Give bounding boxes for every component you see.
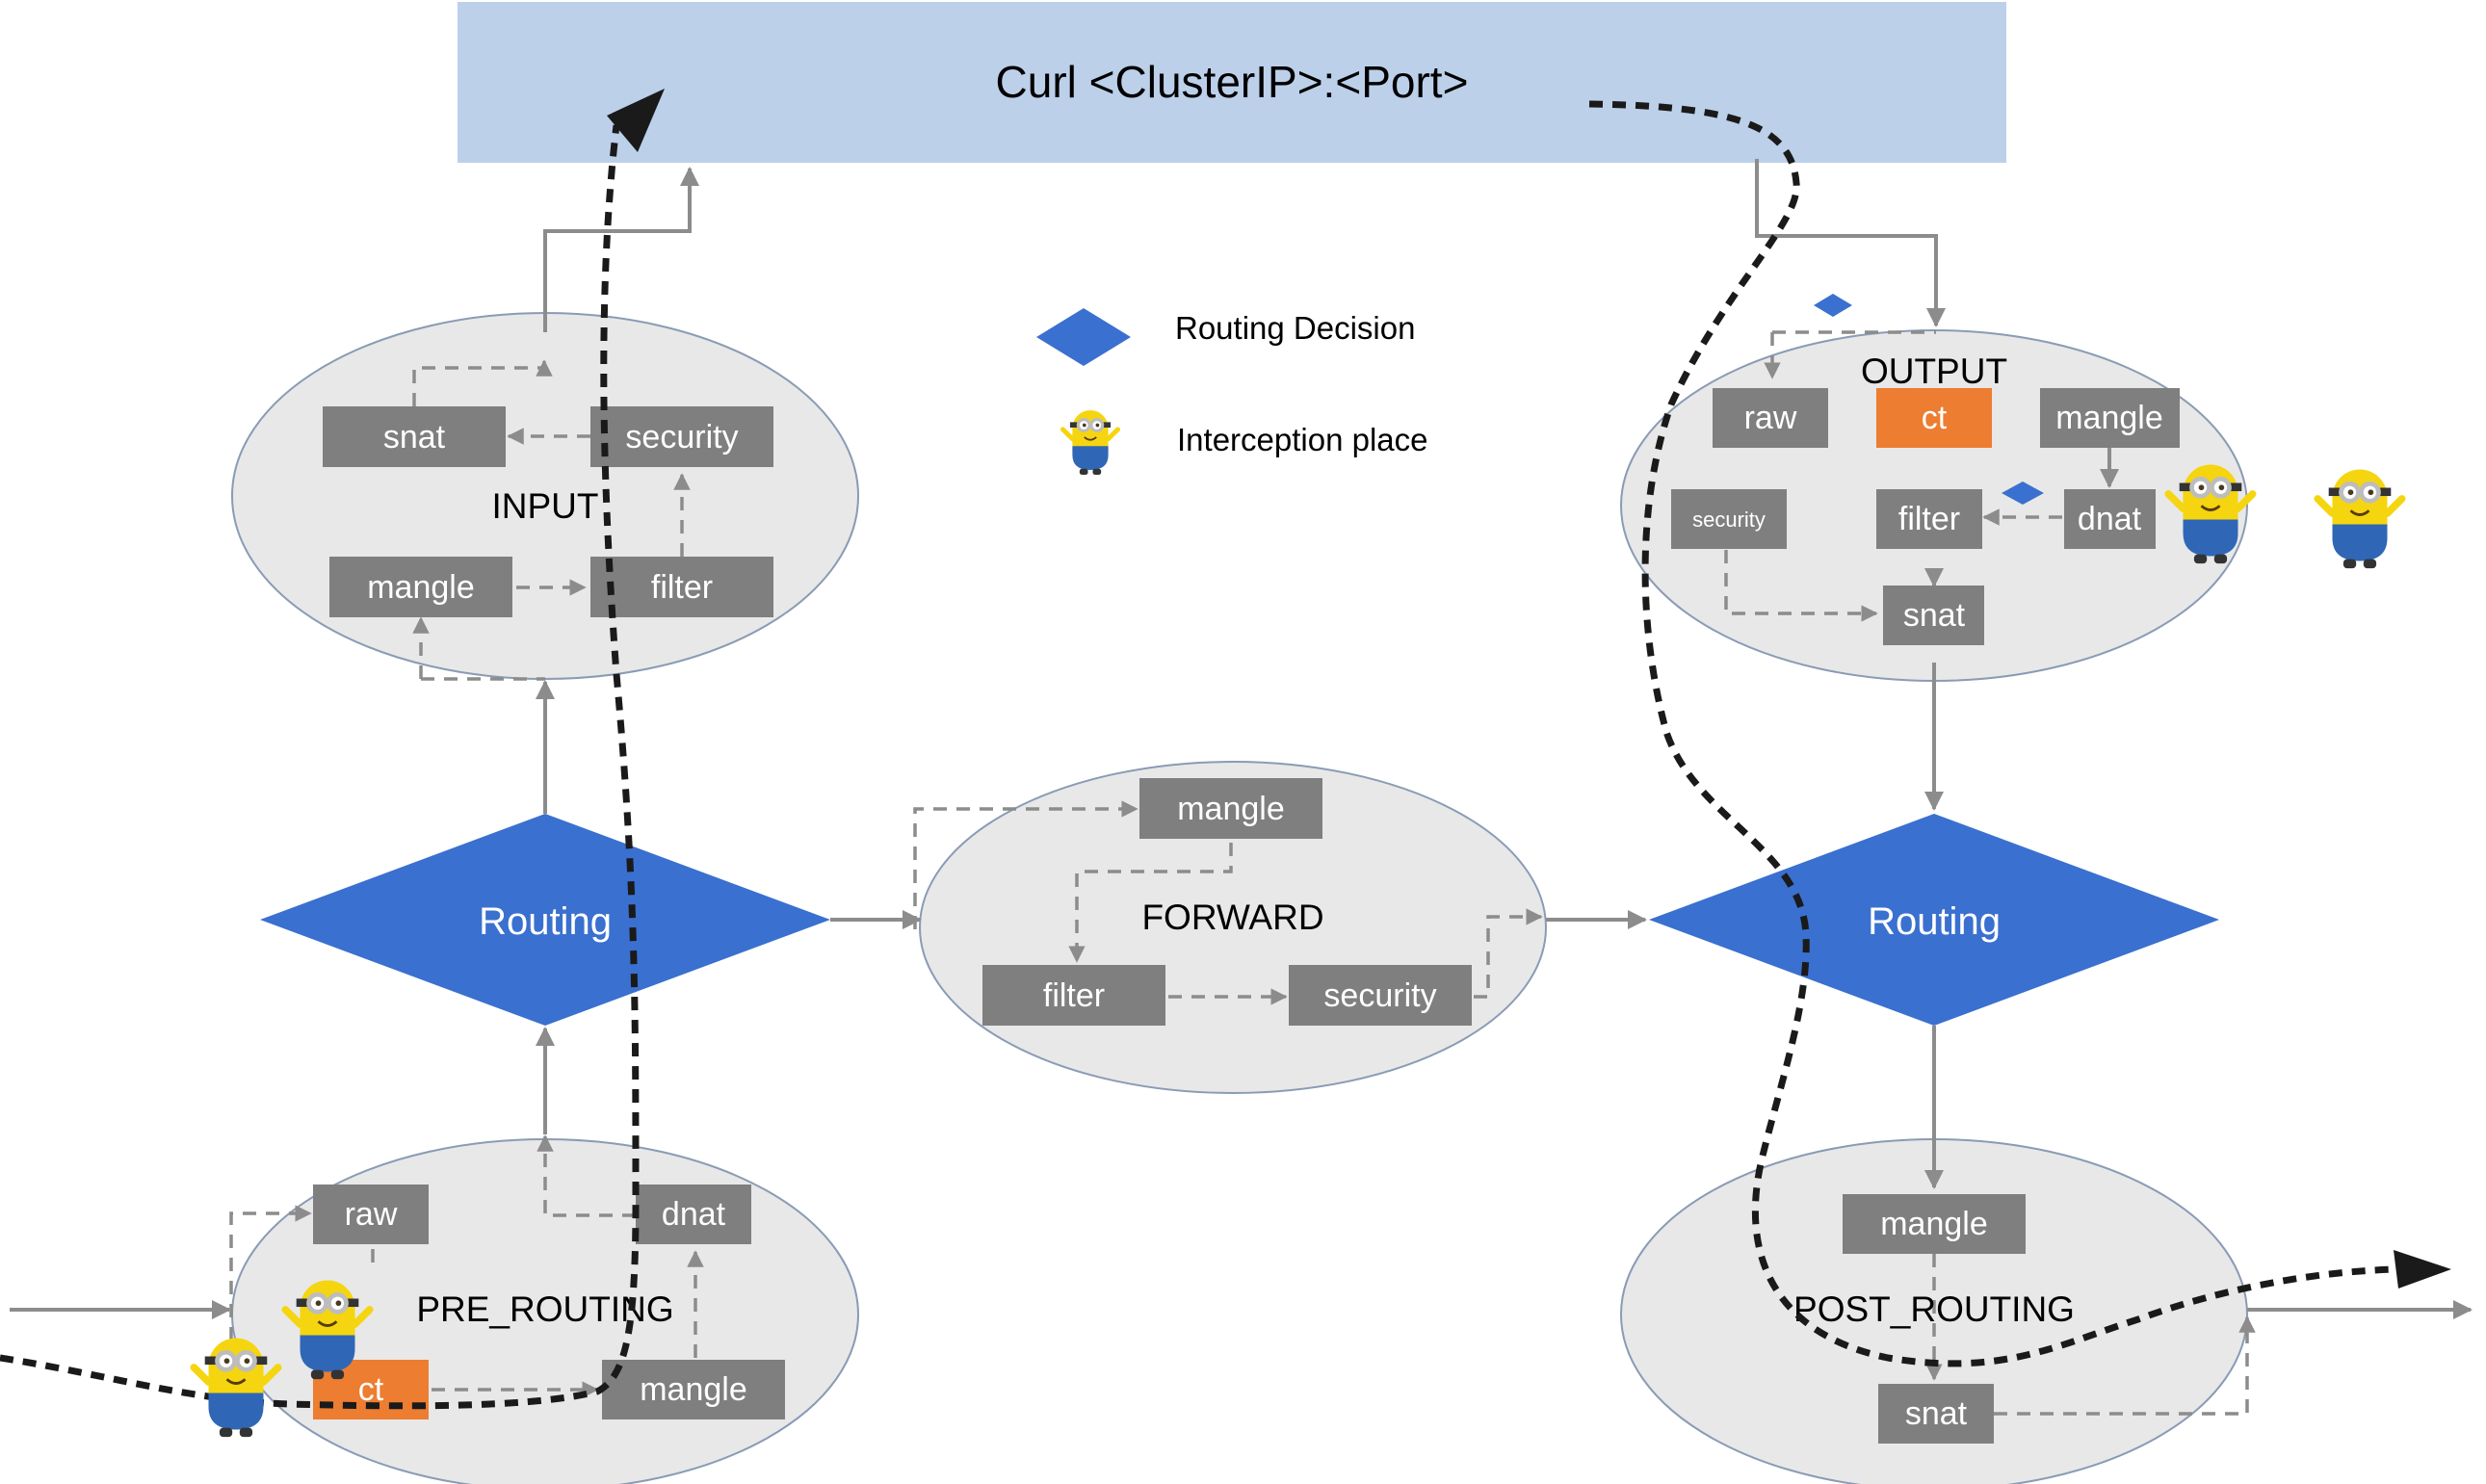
post-routing-snat-box: snat bbox=[1878, 1384, 1994, 1444]
svg-text:mangle: mangle bbox=[1880, 1206, 1988, 1242]
output-raw-box: raw bbox=[1713, 388, 1828, 448]
svg-text:filter: filter bbox=[651, 569, 713, 606]
pre-routing-chain-label: PRE_ROUTING bbox=[416, 1289, 673, 1329]
packet-path-inbound-arrowhead bbox=[607, 89, 665, 152]
svg-text:mangle: mangle bbox=[1177, 791, 1285, 827]
svg-text:dnat: dnat bbox=[662, 1196, 726, 1233]
input-security-box: security bbox=[590, 406, 773, 467]
forward-mangle-box: mangle bbox=[1139, 778, 1322, 839]
input-snat-box: snat bbox=[323, 406, 506, 467]
routing-left-label: Routing bbox=[479, 900, 612, 943]
svg-text:mangle: mangle bbox=[2055, 400, 2163, 436]
curl-header: Curl <ClusterIP>:<Port> bbox=[458, 2, 2006, 163]
post-routing-mangle-box: mangle bbox=[1843, 1194, 2026, 1254]
packet-path-outbound-arrowhead bbox=[2394, 1250, 2451, 1289]
svg-text:filter: filter bbox=[1043, 977, 1105, 1014]
dashed-connectors bbox=[229, 330, 2256, 1416]
solid-connectors bbox=[10, 159, 2473, 1319]
svg-text:raw: raw bbox=[1744, 400, 1797, 436]
post-routing-chain-label: POST_ROUTING bbox=[1793, 1289, 2075, 1329]
pre-routing-dnat-box: dnat bbox=[636, 1185, 751, 1244]
minion-icon bbox=[1062, 410, 1117, 475]
svg-text:security: security bbox=[625, 419, 738, 456]
forward-filter-box: filter bbox=[982, 965, 1165, 1026]
legend: Routing Decision Interception place bbox=[1036, 308, 1428, 475]
svg-text:snat: snat bbox=[383, 419, 446, 456]
svg-text:mangle: mangle bbox=[640, 1371, 747, 1408]
output-dnat-box: dnat bbox=[2064, 489, 2156, 549]
input-chain-label: INPUT bbox=[492, 486, 599, 526]
minion-icon bbox=[2317, 470, 2401, 569]
svg-text:mangle: mangle bbox=[367, 569, 475, 606]
svg-text:security: security bbox=[1692, 508, 1766, 532]
pre-routing-raw-box: raw bbox=[313, 1185, 429, 1244]
forward-security-box: security bbox=[1289, 965, 1472, 1026]
svg-text:security: security bbox=[1323, 977, 1436, 1014]
routing-right-label: Routing bbox=[1868, 900, 2001, 943]
output-security-box: security bbox=[1671, 489, 1787, 549]
packet-path-outbound bbox=[1588, 100, 2399, 1367]
svg-text:ct: ct bbox=[1922, 400, 1948, 436]
output-ct-box: ct bbox=[1876, 388, 1992, 448]
svg-text:ct: ct bbox=[358, 1371, 384, 1408]
packet-path bbox=[0, 89, 2451, 1410]
output-filter-box: filter bbox=[1876, 489, 1982, 549]
svg-text:filter: filter bbox=[1898, 501, 1960, 537]
pre-routing-mangle-box: mangle bbox=[602, 1360, 785, 1419]
svg-text:raw: raw bbox=[345, 1196, 398, 1233]
svg-text:snat: snat bbox=[1903, 597, 1966, 634]
output-dnat-routing-diamond-icon bbox=[2002, 482, 2044, 505]
input-mangle-box: mangle bbox=[329, 557, 512, 617]
diamond-icon bbox=[1036, 308, 1131, 366]
routing-left: Routing bbox=[260, 814, 830, 1026]
svg-text:snat: snat bbox=[1905, 1395, 1968, 1432]
output-chain-label: OUTPUT bbox=[1861, 351, 2007, 391]
output-mangle-box: mangle bbox=[2040, 388, 2180, 448]
legend-interception-place: Interception place bbox=[1177, 422, 1428, 457]
output-routing-diamond-icon bbox=[1814, 294, 1852, 317]
input-filter-box: filter bbox=[590, 557, 773, 617]
routing-right: Routing bbox=[1649, 814, 2219, 1026]
legend-routing-decision: Routing Decision bbox=[1175, 310, 1415, 346]
forward-chain-label: FORWARD bbox=[1141, 898, 1323, 937]
packet-path-inbound bbox=[0, 124, 640, 1410]
svg-text:dnat: dnat bbox=[2078, 501, 2142, 537]
output-snat-box: snat bbox=[1883, 586, 1984, 645]
curl-header-label: Curl <ClusterIP>:<Port> bbox=[996, 57, 1469, 107]
